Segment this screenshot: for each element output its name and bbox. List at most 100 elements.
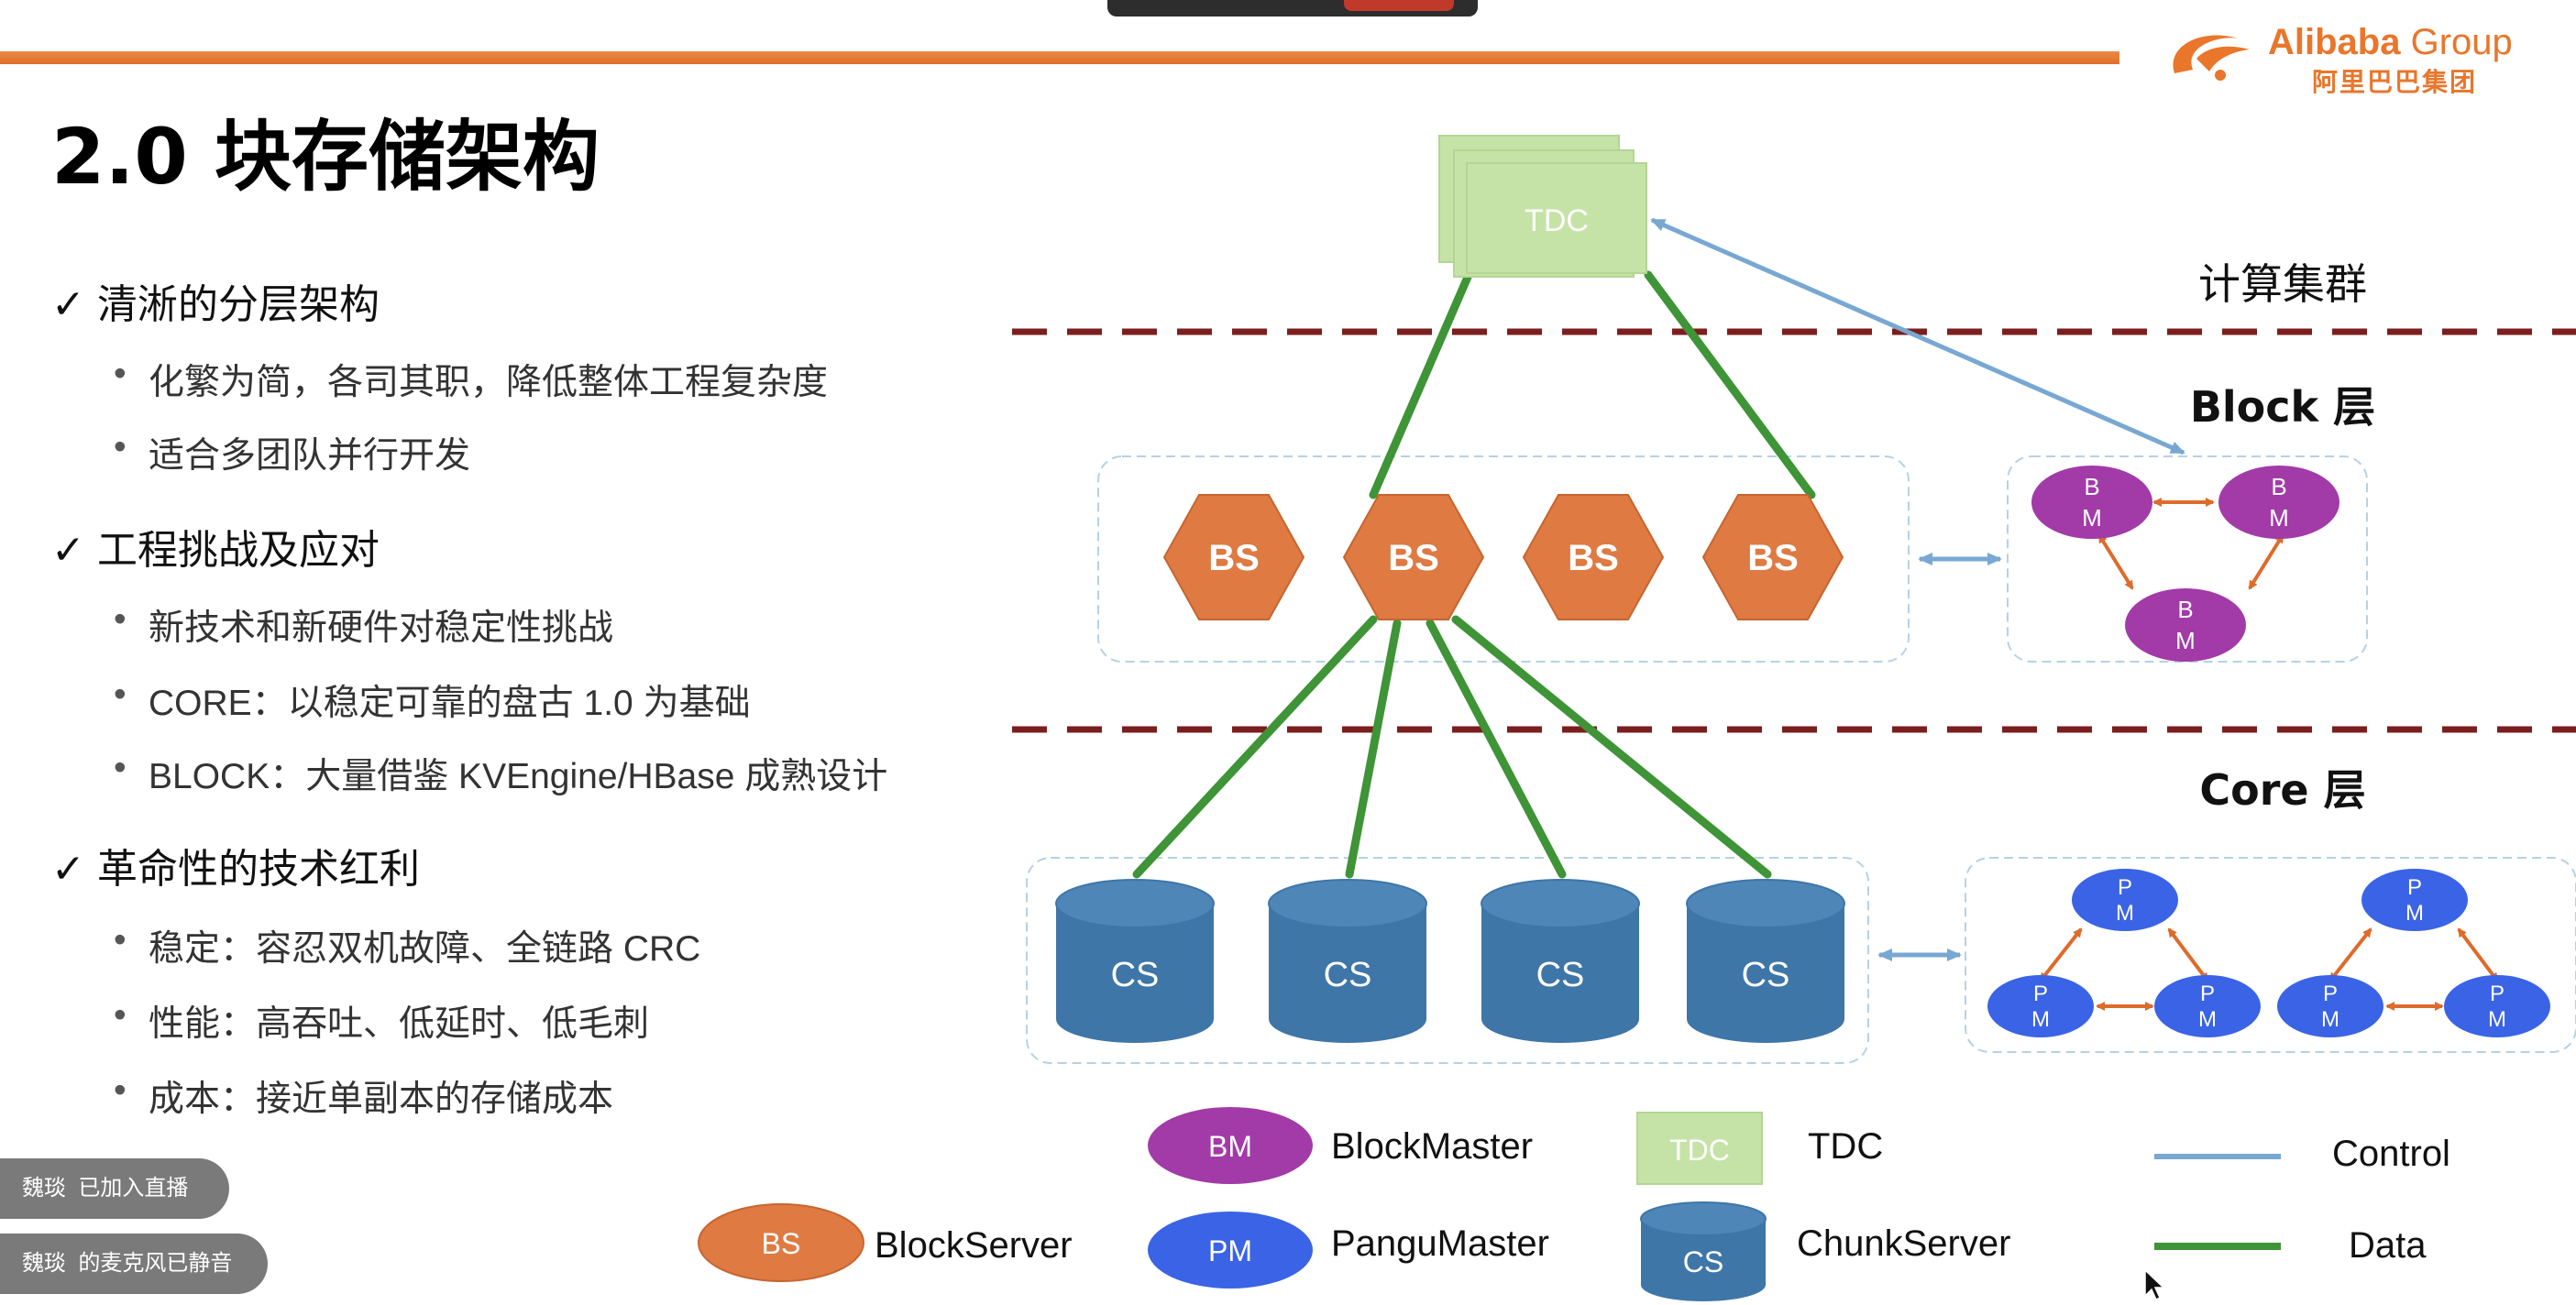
control-link bbox=[1650, 217, 2185, 455]
toast-notification[interactable]: 魏琰 的麦克风已静音 bbox=[0, 1234, 268, 1294]
legend-cs-icon-top bbox=[1640, 1201, 1767, 1236]
legend-bs-label: BlockServer bbox=[875, 1225, 1073, 1266]
check-icon: ✓ bbox=[51, 528, 85, 573]
pm-node-label-top: P bbox=[2407, 875, 2422, 900]
bullet-item: 稳定：容忍双机故障、全链路 CRC bbox=[114, 920, 700, 971]
pm-node: P M bbox=[2072, 869, 2178, 931]
bm-node-label-bottom: M bbox=[2082, 504, 2102, 532]
bs-node: BS bbox=[1522, 494, 1665, 620]
pm-node: P M bbox=[2361, 869, 2468, 931]
section-heading: ✓ 清淅的分层架构 bbox=[51, 271, 380, 330]
legend: BS BlockServer BM BlockMaster PM PanguMa… bbox=[698, 1107, 2450, 1301]
pm-node-label-bottom: M bbox=[2321, 1007, 2339, 1032]
bs-node-label: BS bbox=[1208, 538, 1260, 578]
section-heading-text: 革命性的技术红利 bbox=[97, 847, 420, 892]
check-icon: ✓ bbox=[51, 282, 85, 327]
logo-brand-text: Alibaba Group bbox=[2268, 22, 2513, 63]
legend-bm-icon bbox=[1148, 1107, 1313, 1184]
cs-node: CS bbox=[1481, 879, 1640, 1043]
bm-node: B M bbox=[2031, 466, 2152, 539]
alibaba-logo-icon bbox=[2173, 35, 2250, 81]
bullet-item: 新技术和新硬件对稳定性挑战 bbox=[114, 599, 613, 651]
bullet-item: 成本：接近单副本的存储成本 bbox=[114, 1070, 613, 1122]
legend-cs-label: ChunkServer bbox=[1797, 1223, 2010, 1264]
mouse-cursor-icon bbox=[2144, 1268, 2165, 1301]
bs-node: BS bbox=[1342, 494, 1485, 620]
pm-node-label-bottom: M bbox=[2405, 901, 2424, 926]
bs-node-label: BS bbox=[1747, 538, 1799, 578]
toast-user: 魏琰 bbox=[22, 1176, 66, 1201]
cs-node-label: CS bbox=[1111, 956, 1160, 994]
bm-node: B M bbox=[2125, 588, 2246, 662]
cs-node-label: CS bbox=[1742, 956, 1790, 994]
legend-bm-label: BlockMaster bbox=[1331, 1126, 1533, 1167]
bs-node: BS bbox=[1162, 494, 1305, 620]
toast-notification[interactable]: 魏琰 已加入直播 bbox=[0, 1158, 229, 1219]
stop-share-pill[interactable] bbox=[1344, 0, 1454, 11]
tdc-node: TDC bbox=[1438, 135, 1647, 278]
cs-node-label: CS bbox=[1324, 956, 1372, 994]
data-links bbox=[1132, 270, 1816, 879]
pm-node-label-top: P bbox=[2200, 981, 2215, 1006]
pm-node-label-bottom: M bbox=[2488, 1007, 2506, 1032]
bs-group-box bbox=[1097, 455, 1910, 663]
bm-node: B M bbox=[2218, 466, 2339, 539]
pm-node: P M bbox=[1987, 975, 2094, 1037]
pm-node-label-top: P bbox=[2490, 981, 2504, 1006]
bm-group-box bbox=[2007, 455, 2368, 663]
section-heading-text: 清淅的分层架构 bbox=[97, 282, 380, 327]
legend-data-label: Data bbox=[2349, 1225, 2427, 1266]
pm-node-label-top: P bbox=[2118, 875, 2132, 900]
toast-user: 魏琰 bbox=[22, 1251, 66, 1276]
pm-node-label-bottom: M bbox=[2116, 901, 2134, 926]
layer-label-block: Block 层 bbox=[2190, 382, 2375, 432]
pm-node: P M bbox=[2154, 975, 2261, 1037]
alibaba-logo: Alibaba Group 阿里巴巴集团 bbox=[2165, 18, 2576, 96]
legend-tdc-label: TDC bbox=[1808, 1126, 1883, 1167]
legend-bs-icon-text: BS bbox=[762, 1227, 801, 1260]
legend-tdc-icon bbox=[1636, 1112, 1763, 1185]
logo-group-name: Group bbox=[2400, 22, 2513, 62]
pm-node-label-bottom: M bbox=[2031, 1007, 2050, 1032]
pm-links bbox=[2039, 927, 2499, 1011]
toast-message: 的麦克风已静音 bbox=[78, 1251, 233, 1276]
legend-pm-label: PanguMaster bbox=[1331, 1223, 1549, 1264]
bs-node: BS bbox=[1701, 494, 1844, 620]
section-heading-text: 工程挑战及应对 bbox=[97, 528, 380, 573]
bm-node-label-top: B bbox=[2271, 473, 2286, 500]
legend-bs-icon bbox=[698, 1203, 864, 1282]
legend-pm-icon-text: PM bbox=[1208, 1234, 1252, 1267]
pm-node-label-top: P bbox=[2323, 981, 2338, 1006]
legend-pm-icon bbox=[1148, 1212, 1313, 1289]
bullet-item: 化繁为简，各司其职，降低整体工程复杂度 bbox=[114, 354, 828, 405]
pm-node: P M bbox=[2444, 975, 2550, 1037]
bs-node-label: BS bbox=[1568, 538, 1619, 578]
section-heading: ✓ 工程挑战及应对 bbox=[51, 517, 380, 576]
pm-node-label-bottom: M bbox=[2198, 1007, 2217, 1032]
pm-group-box bbox=[1965, 857, 2576, 1053]
bullet-item: 适合多团队并行开发 bbox=[114, 427, 470, 478]
legend-bm-icon-text: BM bbox=[1208, 1130, 1252, 1163]
bs-node-label: BS bbox=[1388, 538, 1439, 578]
legend-control-label: Control bbox=[2332, 1134, 2450, 1174]
logo-brand-cn: 阿里巴巴集团 bbox=[2312, 68, 2478, 96]
bullet-item: BLOCK：大量借鉴 KVEngine/HBase 成熟设计 bbox=[114, 748, 887, 799]
bullet-item: 性能：高吞吐、低延时、低毛刺 bbox=[114, 995, 649, 1047]
layer-label-compute: 计算集群 bbox=[2198, 259, 2367, 309]
logo-brand-name: Alibaba bbox=[2268, 22, 2401, 62]
legend-cs-icon-text: CS bbox=[1683, 1245, 1723, 1278]
bm-links bbox=[2097, 498, 2284, 590]
pm-node: P M bbox=[2277, 975, 2383, 1037]
cs-node: CS bbox=[1686, 879, 1845, 1043]
toast-message: 已加入直播 bbox=[78, 1176, 189, 1201]
legend-tdc-icon-text: TDC bbox=[1669, 1134, 1730, 1167]
cs-node: CS bbox=[1055, 879, 1215, 1043]
bm-node-label-top: B bbox=[2084, 473, 2099, 500]
bm-node-label-bottom: M bbox=[2269, 504, 2289, 532]
pm-node-label-top: P bbox=[2033, 981, 2048, 1006]
cs-node-label: CS bbox=[1536, 956, 1585, 994]
title-rule bbox=[0, 51, 2119, 64]
screen-share-bar[interactable] bbox=[1107, 0, 1478, 16]
bullet-item: CORE：以稳定可靠的盘古 1.0 为基础 bbox=[114, 674, 751, 726]
